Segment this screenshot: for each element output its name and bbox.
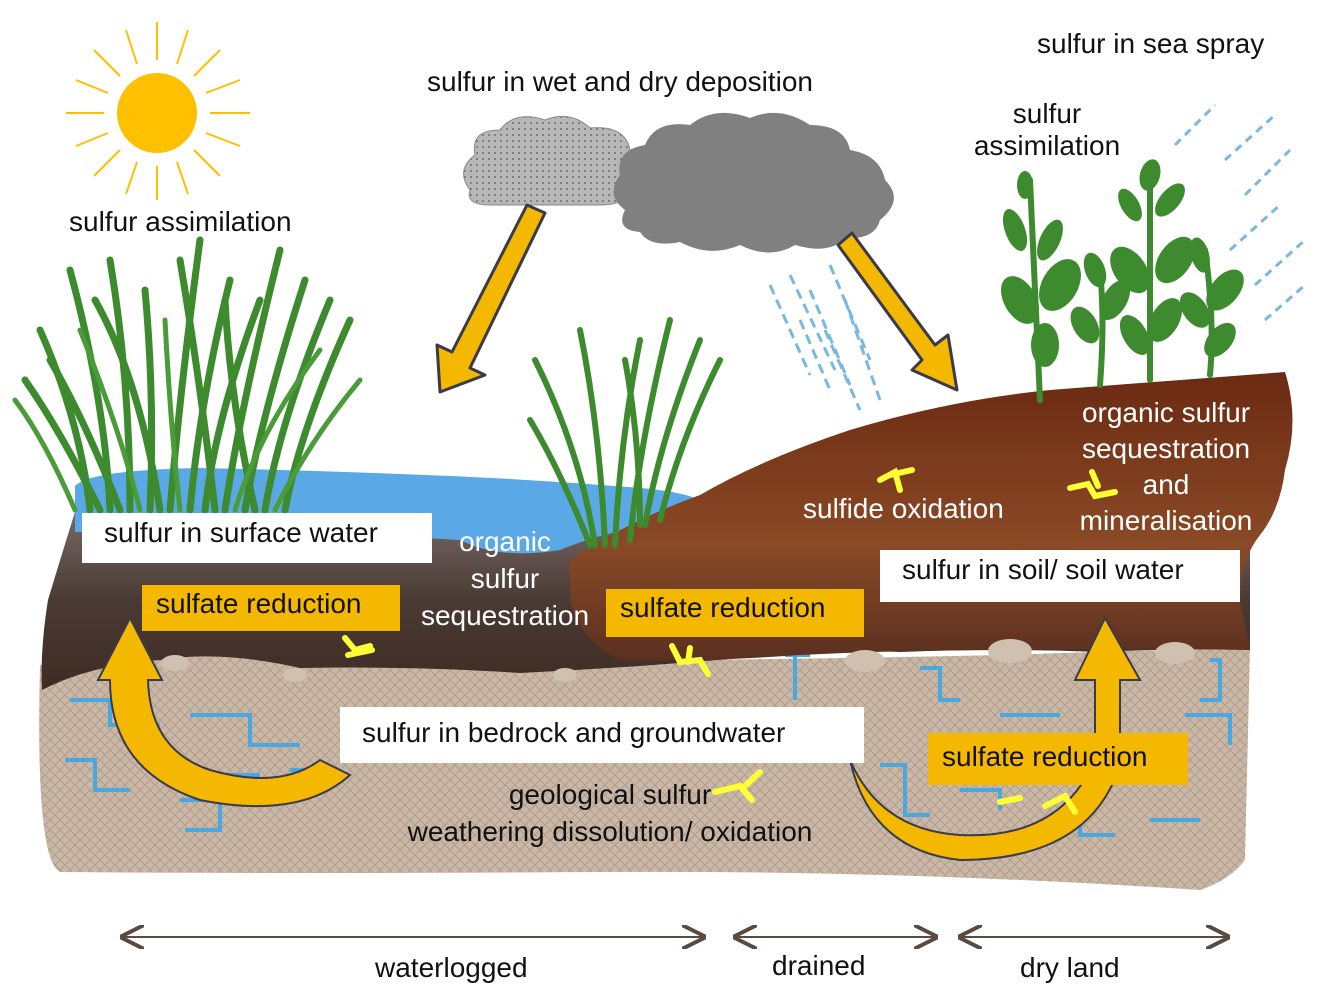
sea-spray-label: sulfur in sea spray — [1037, 28, 1265, 59]
geological-line2: weathering dissolution/ oxidation — [407, 816, 813, 847]
sulfate-reduction-left: sulfate reduction — [142, 585, 400, 631]
sulfide-oxidation-label: sulfide oxidation — [803, 493, 1004, 524]
geological-sulfur-label: geological sulfur weathering dissolution… — [380, 776, 840, 850]
soil-water-pool: sulfur in soil/ soil water — [880, 550, 1240, 602]
sun-icon — [66, 22, 250, 200]
reed-icon — [21, 236, 354, 514]
assimilation-right-line1: sulfur — [1012, 98, 1082, 129]
assimilation-right-label: sulfur assimilation — [964, 98, 1130, 162]
plant-icon — [1001, 159, 1244, 403]
organic-seq-right-line4: mineralisation — [1079, 505, 1253, 536]
sulfate-reduction-right: sulfate reduction — [928, 733, 1188, 785]
zone-label-dry-land: dry land — [1020, 952, 1120, 983]
reed-icon — [12, 317, 363, 513]
bedrock-groundwater-pool: sulfur in bedrock and groundwater — [340, 707, 864, 763]
organic-seq-right-line1: organic sulfur — [1081, 397, 1251, 428]
organic-seq-right-line2: sequestration — [1081, 433, 1251, 464]
soil-pebbles — [161, 639, 1195, 682]
geological-line1: geological sulfur — [508, 779, 712, 810]
surface-water-pool: sulfur in surface water — [82, 513, 432, 563]
organic-sequestration-mid-label: organic sulfur sequestration — [410, 523, 600, 634]
organic-sequestration-right-label: organic sulfur sequestration and mineral… — [1066, 395, 1266, 539]
cycle-arrow-right — [849, 615, 1142, 862]
cloud-icon — [463, 112, 894, 253]
cycle-arrow-left — [96, 615, 352, 808]
zone-label-waterlogged: waterlogged — [375, 952, 528, 983]
zone-label-drained: drained — [772, 950, 866, 981]
deposition-arrow-right — [836, 231, 959, 392]
sea-spray-icon — [1173, 103, 1307, 322]
organic-seq-mid-line2: sulfur — [470, 563, 540, 594]
rain-icon — [768, 264, 882, 411]
organic-seq-mid-line1: organic — [459, 526, 551, 557]
assimilation-left-label: sulfur assimilation — [69, 206, 292, 237]
sulfur-molecule-icon — [342, 467, 1118, 815]
organic-seq-mid-line3: sequestration — [420, 600, 590, 631]
organic-seq-right-line3: and — [1142, 469, 1190, 500]
deposition-arrow-left — [435, 203, 547, 394]
sulfate-reduction-mid: sulfate reduction — [606, 589, 864, 637]
deposition-label: sulfur in wet and dry deposition — [427, 66, 813, 97]
assimilation-right-line2: assimilation — [973, 130, 1121, 162]
reed-icon — [527, 317, 723, 548]
